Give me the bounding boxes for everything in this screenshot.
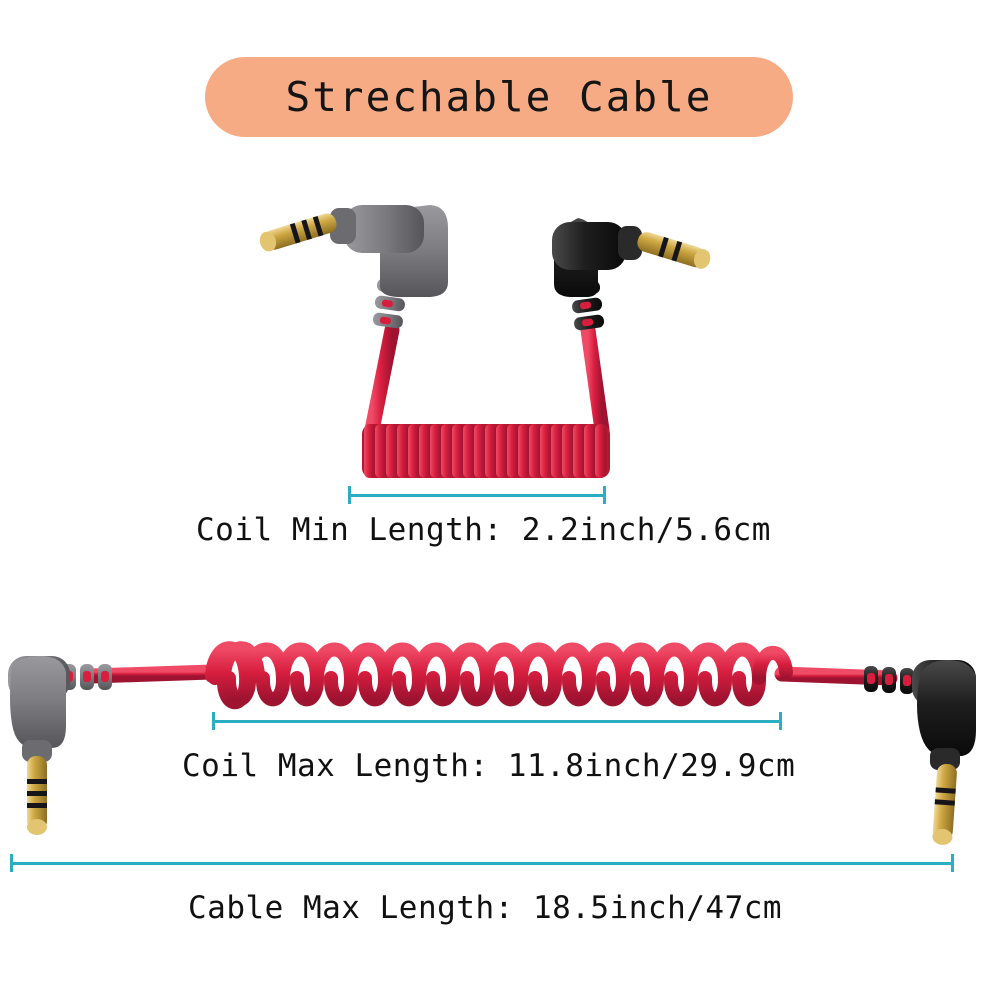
dimension-bar-cable-max <box>10 854 954 872</box>
stretched-coil-turns <box>208 642 793 707</box>
stretched-coil <box>205 641 265 710</box>
title-badge: Strechable Cable <box>205 57 793 137</box>
caption-coil-max: Coil Max Length: 11.8inch/29.9cm <box>182 748 796 784</box>
bottom-right-plug <box>864 660 976 845</box>
dimension-cap-right <box>951 854 954 872</box>
top-left-plug <box>259 205 448 329</box>
caption-coil-min: Coil Min Length: 2.2inch/5.6cm <box>196 512 771 548</box>
title-badge-label: Strechable Cable <box>285 73 713 121</box>
dimension-bar-coil-max <box>212 712 782 730</box>
bottom-left-plug <box>8 656 112 835</box>
top-right-plug <box>552 218 711 331</box>
dimension-line <box>348 494 606 497</box>
dimension-cap-right <box>779 712 782 730</box>
dimension-cap-right <box>603 486 606 504</box>
caption-cable-max: Cable Max Length: 18.5inch/47cm <box>188 890 783 926</box>
dimension-line <box>10 862 954 865</box>
compressed-coil <box>362 424 610 478</box>
dimension-line <box>212 720 782 723</box>
dimension-bar-coil-min <box>348 486 606 504</box>
